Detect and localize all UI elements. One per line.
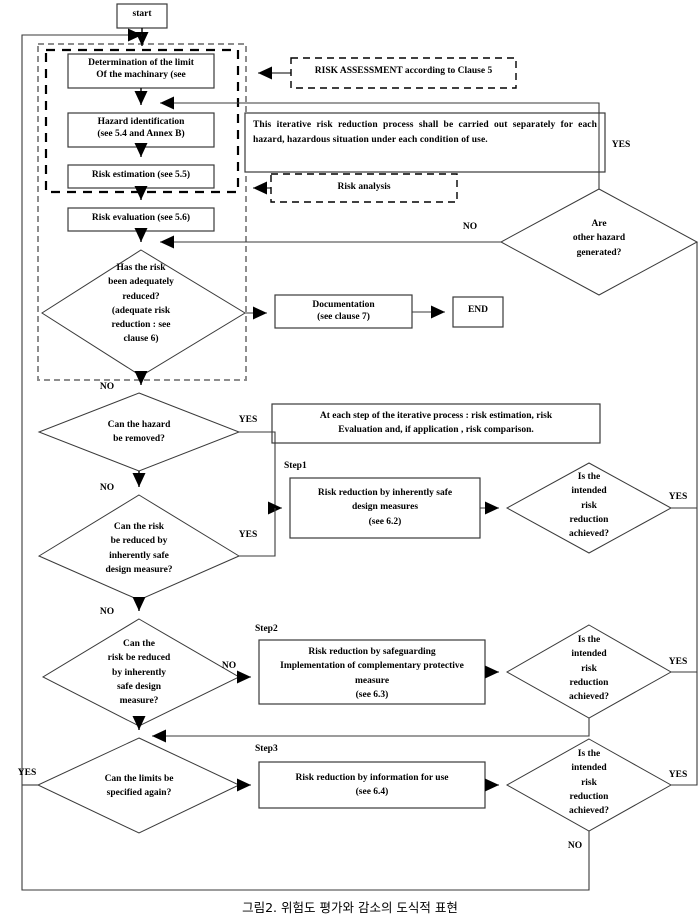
edge-canrisk1-yes xyxy=(239,508,276,557)
edge-intended2-no-loop xyxy=(152,718,590,743)
can-hazard-removed-label: Can the hazard be removed? xyxy=(107,420,171,445)
has-risk-reduced-label: Has the risk been adequately reduced? (a… xyxy=(108,263,174,345)
start-box xyxy=(116,3,168,29)
edge-label-no-risk-reduced-1: NO xyxy=(99,607,115,617)
intended-1-diamond xyxy=(505,462,673,554)
step2-box xyxy=(258,639,486,705)
risk-assessment-note-box xyxy=(290,57,517,89)
documentation-label: Documentation (see clause 7) xyxy=(312,300,375,322)
edge-label-yes-risk-reduced-1: YES xyxy=(238,530,258,540)
hazard-identification-box xyxy=(67,112,215,148)
risk-evaluation-label: Risk evaluation (see 5.6) xyxy=(91,213,191,223)
risk-assessment-note-label: RISK ASSESSMENT according to Clause 5 xyxy=(314,66,493,76)
determination-box xyxy=(67,53,215,89)
can-risk-reduced-1-label: Can the risk be reduced by inherently sa… xyxy=(105,522,173,575)
step3-box-label: Risk reduction by information for use (s… xyxy=(295,773,449,798)
edge-label-yes-top-right: YES xyxy=(611,140,631,150)
step3-title: Step3 xyxy=(255,744,278,754)
edge-label-yes-step1-achieved: YES xyxy=(668,492,688,502)
intended-1-label: Is the intended risk reduction achieved? xyxy=(568,472,610,539)
edge-label-yes-step3-achieved: YES xyxy=(668,770,688,780)
can-risk-reduced-2-label: Can the risk be reduced by inherently sa… xyxy=(107,639,171,706)
each-step-note-label: At each step of the iterative process : … xyxy=(319,411,553,436)
edge-label-no-hazard-removed: NO xyxy=(99,483,115,493)
other-hazard-label: Are other hazard generated? xyxy=(572,219,626,258)
start-label: start xyxy=(132,9,152,19)
other-hazard-diamond xyxy=(499,188,699,296)
iterative-note-label: This iterative risk reduction process sh… xyxy=(253,120,597,145)
figure-caption: 그림2. 위험도 평가와 감소의 도식적 표현 xyxy=(242,900,458,915)
edge-label-no-risk-reduced-2: NO xyxy=(221,661,237,671)
edge-canhazard-yes xyxy=(239,431,282,515)
edge-otherhazard-yes-loop xyxy=(160,96,600,189)
hazard-identification-label: Hazard identification (see 5.4 and Annex… xyxy=(97,117,185,139)
can-limits-specified-diamond xyxy=(36,737,241,834)
edge-intended2-yes xyxy=(671,508,698,673)
step2-box-label: Risk reduction by safeguarding Implement… xyxy=(280,647,464,700)
each-step-note-box xyxy=(271,403,601,444)
risk-analysis-note-box xyxy=(270,173,458,203)
edge-label-yes-hazard-removed: YES xyxy=(238,415,258,425)
edge-label-no-other-hazard: NO xyxy=(462,222,478,232)
step3-box xyxy=(258,761,486,809)
risk-estimation-label: Risk estimation (see 5.5) xyxy=(91,170,191,180)
determination-label: Determination of the limit Of the machin… xyxy=(88,58,194,80)
edge-label-yes-step2-achieved: YES xyxy=(668,657,688,667)
risk-analysis-note-label: Risk analysis xyxy=(337,182,391,192)
edge-intended3-no-loop xyxy=(21,28,590,891)
step1-box-label: Risk reduction by inherently safe design… xyxy=(317,488,453,527)
edge-label-no-after-has-risk: NO xyxy=(99,382,115,392)
iterative-note-box xyxy=(244,112,606,173)
intended-3-label: Is the intended risk reduction achieved? xyxy=(568,749,610,816)
risk-analysis-dashed-box xyxy=(44,48,240,194)
edge-label-yes-limits-left: YES xyxy=(17,768,37,778)
end-box xyxy=(452,296,504,328)
edge-label-no-step3-achieved: NO xyxy=(567,841,583,851)
intended-2-label: Is the intended risk reduction achieved? xyxy=(568,635,610,702)
step2-title: Step2 xyxy=(255,624,278,634)
can-limits-specified-label: Can the limits be specified again? xyxy=(104,774,174,799)
edge-intended3-yes xyxy=(671,672,698,786)
end-label: END xyxy=(467,305,489,315)
step1-title: Step1 xyxy=(284,461,307,471)
step1-box xyxy=(289,477,481,539)
